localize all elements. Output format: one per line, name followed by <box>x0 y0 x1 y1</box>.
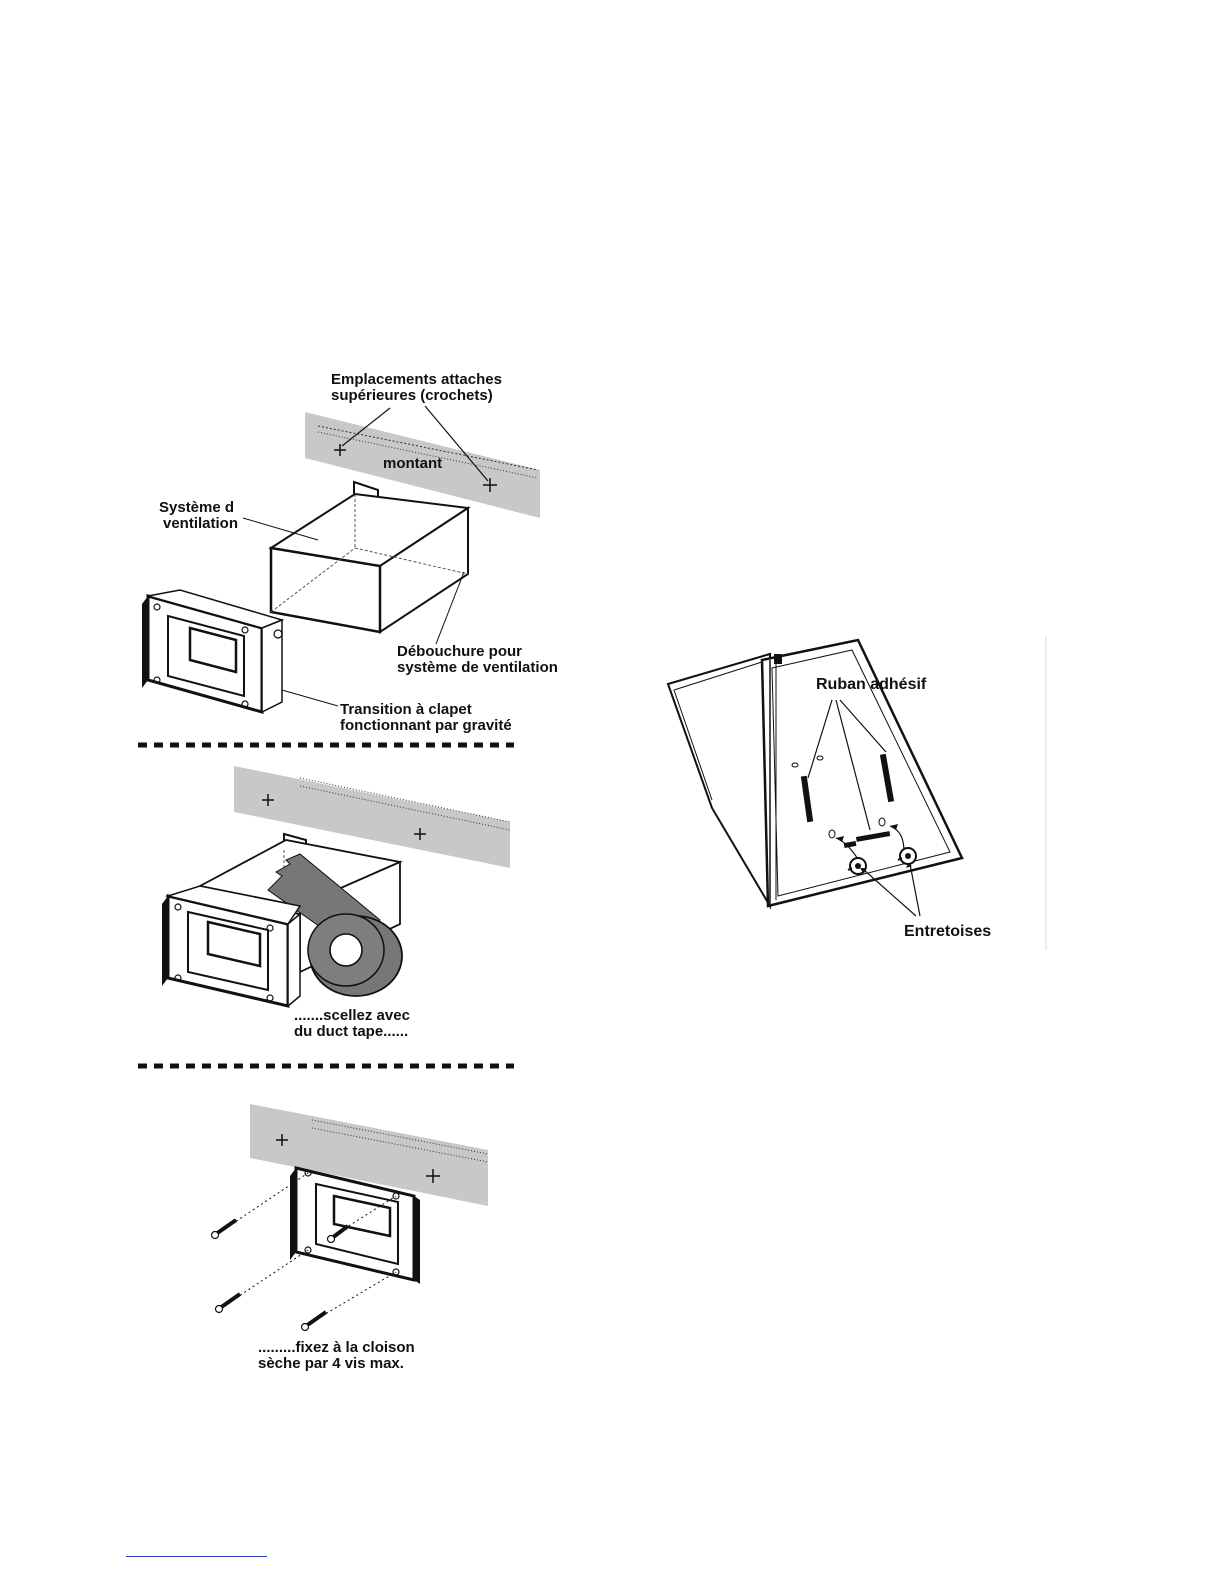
panel-door <box>668 654 770 906</box>
label-tape: Ruban adhésif <box>816 676 926 694</box>
label-spacers: Entretoises <box>904 923 991 941</box>
footnote-separator <box>126 1556 267 1557</box>
